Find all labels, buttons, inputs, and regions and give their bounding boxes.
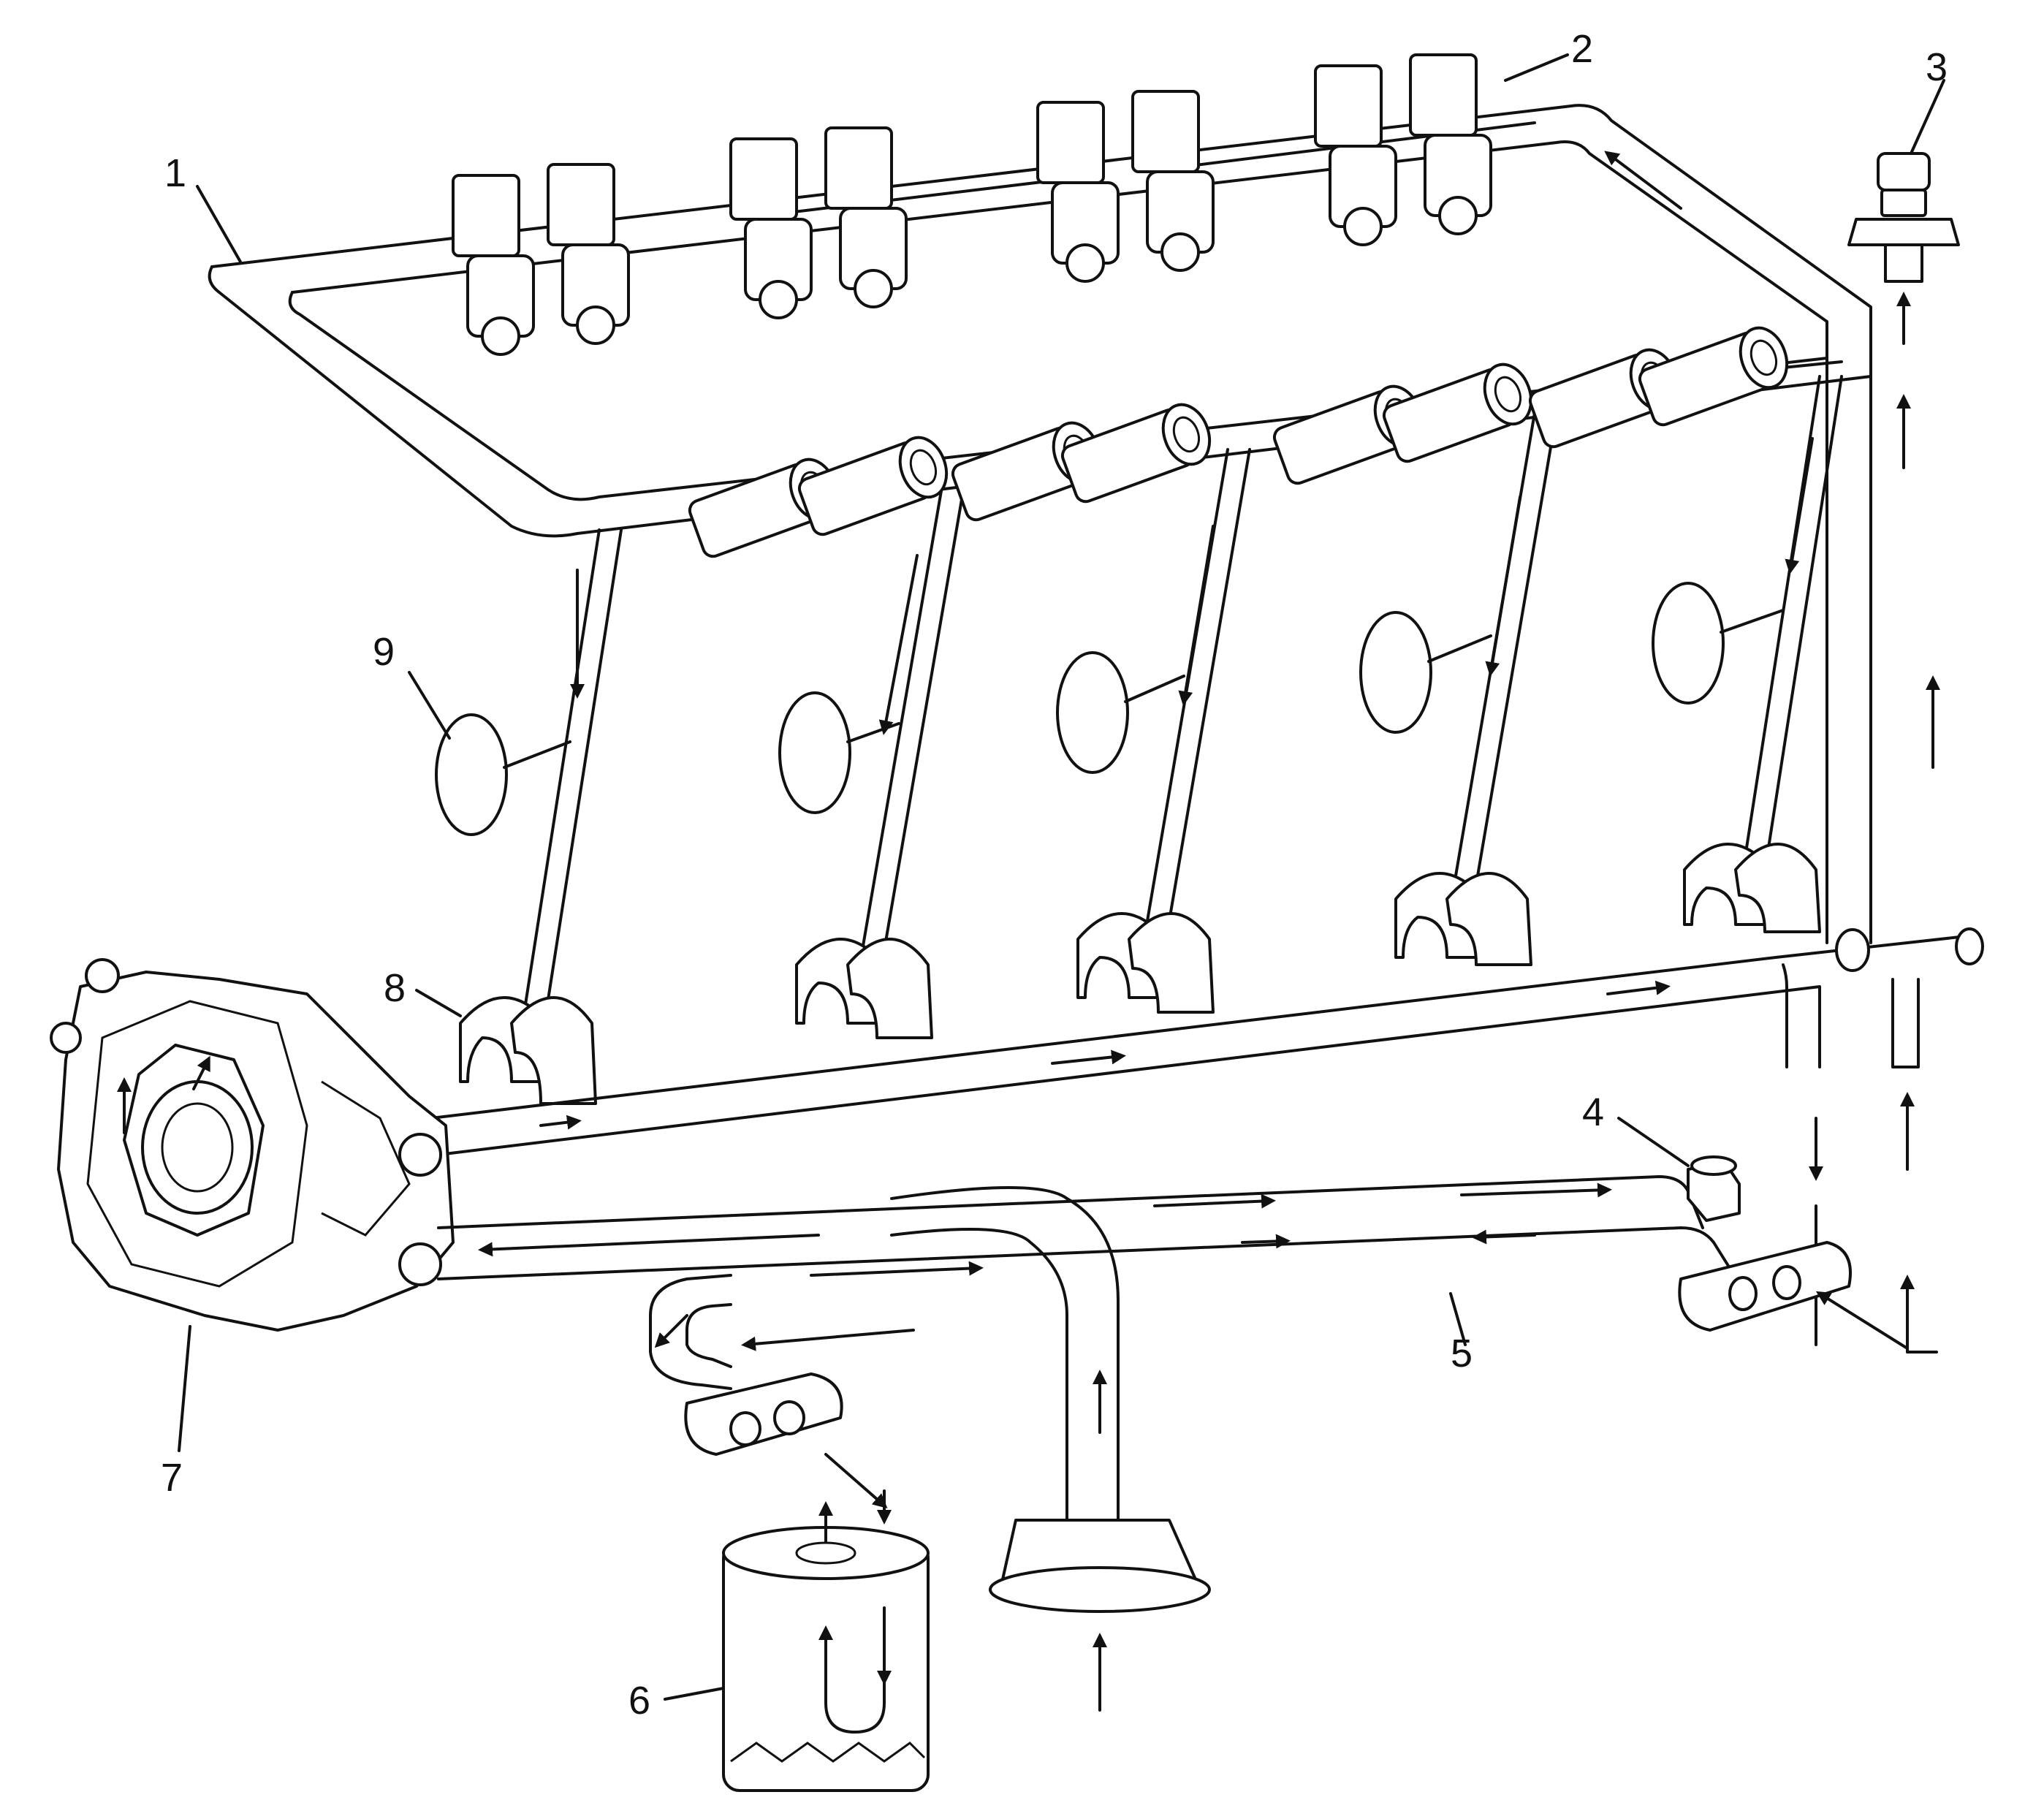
callout-3: 3 — [1926, 45, 1948, 89]
main-bearings — [459, 843, 1821, 1105]
callout-5: 5 — [1451, 1332, 1473, 1375]
oil-filter — [722, 1489, 930, 1792]
oil-pressure-sensor — [1847, 152, 1960, 769]
oil-pump — [50, 958, 455, 1332]
pushrod-passages — [521, 375, 1843, 1025]
callout-7: 7 — [161, 1456, 183, 1500]
leader-lines — [178, 53, 1945, 1701]
callout-9: 9 — [373, 630, 395, 674]
callout-6: 6 — [628, 1679, 650, 1723]
oil-filter-passage — [437, 1175, 1733, 1508]
lifters-top-row — [452, 53, 1492, 356]
cam-bearings — [435, 582, 1785, 836]
callout-2: 2 — [1571, 27, 1593, 71]
lifters-lower-row — [688, 326, 1789, 558]
main-oil-gallery — [430, 927, 1984, 1353]
upper-oil-gallery — [208, 104, 1872, 944]
oil-pickup-tube — [890, 1186, 1211, 1712]
cooler-flange — [1678, 1241, 1938, 1353]
callout-4: 4 — [1582, 1090, 1604, 1134]
callout-8: 8 — [384, 966, 406, 1010]
oil-gallery-plug — [1687, 1155, 1741, 1222]
callout-1: 1 — [164, 151, 186, 195]
callout-labels: 1 2 3 4 5 6 7 8 9 — [161, 27, 1948, 1723]
